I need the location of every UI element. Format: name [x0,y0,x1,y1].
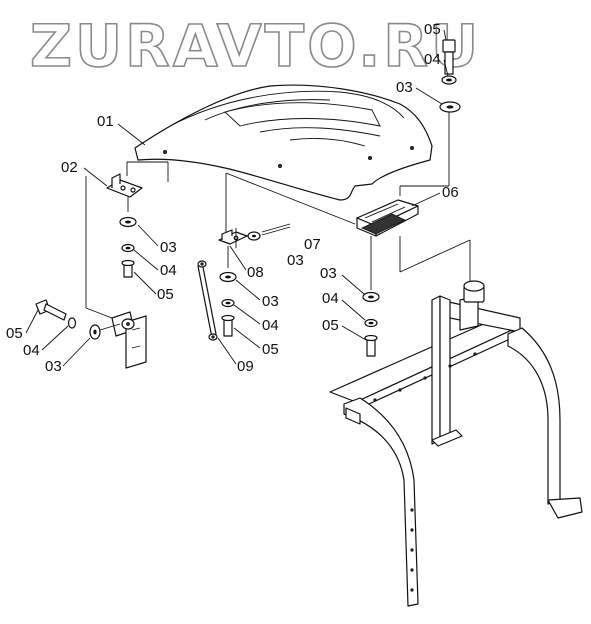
callout-03-c: 03 [320,265,337,282]
fastener-stack-c [362,236,380,357]
callout-03-a: 03 [160,239,177,256]
callout-04-b: 04 [262,317,279,334]
callout-leaders [25,29,449,367]
part-02-bracket [106,173,143,198]
callout-04-d: 04 [23,342,40,359]
part-09-stay-rod [197,260,218,341]
callout-06: 06 [442,184,459,201]
callout-04-top: 04 [424,51,441,68]
leader-lines-upper [83,123,356,319]
watermark-text: ZURAVTO.RU [30,12,481,80]
callout-03-top: 03 [396,79,413,96]
callout-04-c: 04 [322,290,339,307]
callout-05-c: 05 [322,317,339,334]
callout-03-b: 03 [262,293,279,310]
fastener-stack-b [219,246,237,337]
part-01-fender [134,84,433,201]
fastener-stack-a [119,197,137,278]
callout-08: 08 [247,264,264,281]
callout-09: 09 [237,358,254,375]
support-frame [329,236,583,607]
callout-01: 01 [97,113,114,130]
callout-labels: 01 02 05 04 03 06 07 08 09 03 04 05 03 0… [6,21,459,375]
callout-02: 02 [61,159,78,176]
callout-04-a: 04 [160,262,177,279]
callout-03-d: 03 [45,358,62,375]
fastener-stack-top [399,39,461,196]
callout-07: 07 [304,236,321,253]
part-08-bracket [218,223,291,248]
fastener-stack-d [35,299,121,340]
callout-05-top: 05 [424,21,441,38]
part-06-pad [356,199,419,237]
callout-05-d: 05 [6,325,23,342]
callout-05-a: 05 [157,286,174,303]
callout-05-b: 05 [262,341,279,358]
callout-03-e: 03 [287,252,304,269]
side-hinge-bracket [111,311,147,369]
